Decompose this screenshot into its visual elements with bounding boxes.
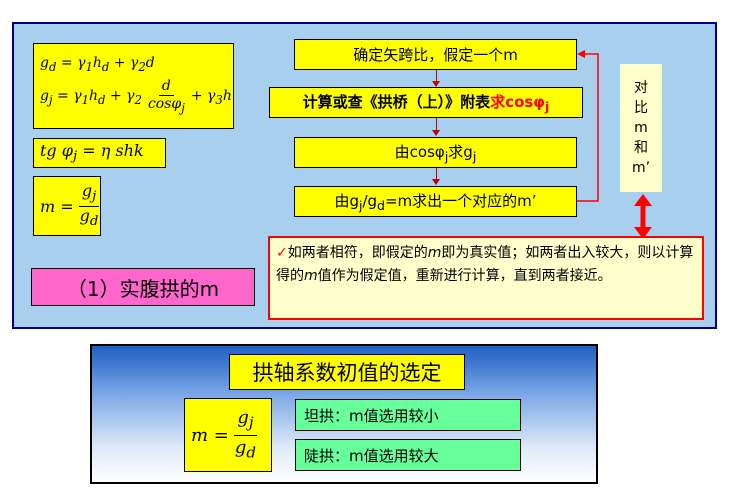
flow-step-4: 由gj/gd=m求出一个对应的m’ <box>294 186 577 217</box>
formula-box-tg: tg φj = η shk <box>33 138 166 168</box>
compare-char-2: 比 <box>634 100 648 116</box>
bottom-title: 拱轴系数初值的选定 <box>229 354 465 390</box>
flow-step-2: 计算或查《拱桥（上）》附表求cosφj <box>269 87 583 118</box>
steep-arch-text: 陡拱：m值选用较大 <box>304 446 439 465</box>
flow-step-1: 确定矢跨比，假定一个m <box>294 39 577 70</box>
compare-char-1: 对 <box>634 80 648 96</box>
flow-step-3: 由cosφj求gj <box>294 137 577 168</box>
section-label: （1）实腹拱的m <box>31 268 255 306</box>
flat-arch-note: 坦拱：m值选用较小 <box>295 399 521 431</box>
compare-char-5: m’ <box>631 160 651 176</box>
formula-gd: gd = γ1hd + γ2d <box>40 55 155 74</box>
section-label-text: （1）实腹拱的m <box>66 276 220 301</box>
bottom-title-text: 拱轴系数初值的选定 <box>252 361 442 385</box>
flat-arch-text: 坦拱：m值选用较小 <box>304 406 439 425</box>
note-box: ✓如两者相符，即假定的m即为真实值；如两者出入较大，则以计算得的m值作为假定值，… <box>268 236 704 320</box>
compare-char-3: m <box>634 120 648 136</box>
compare-box: 对 比 m 和 m’ <box>620 64 662 192</box>
compare-char-4: 和 <box>634 140 648 156</box>
flow-step-1-label: 确定矢跨比，假定一个m <box>353 46 518 64</box>
steep-arch-note: 陡拱：m值选用较大 <box>295 439 521 471</box>
